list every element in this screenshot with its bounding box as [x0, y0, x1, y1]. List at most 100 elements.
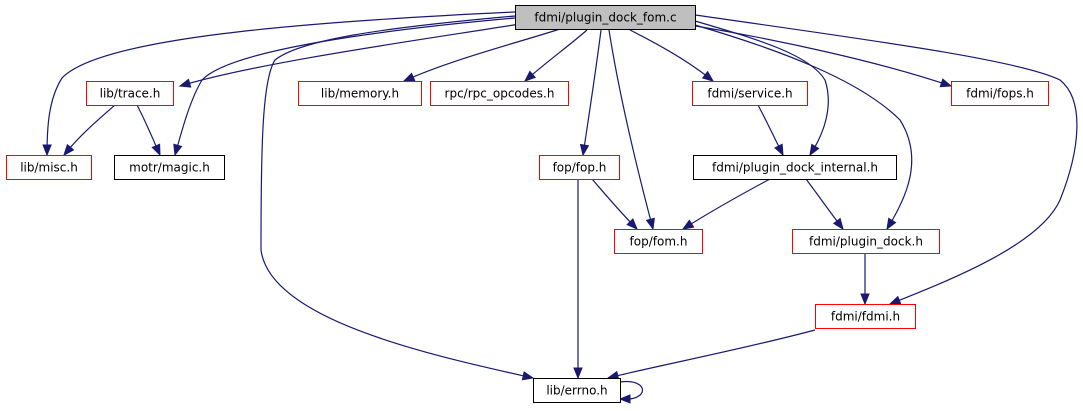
arrow-head-icon [63, 143, 75, 157]
edge-fop-errno [573, 179, 583, 380]
arrow-head-icon [523, 70, 537, 82]
edge-root-fom [608, 29, 655, 231]
node-box[interactable] [792, 229, 940, 254]
arrow-head-icon [774, 143, 784, 157]
edge-root-magic [173, 17, 516, 157]
node-box[interactable] [86, 81, 174, 106]
node-box[interactable] [515, 5, 696, 30]
node-label: fdmi/service.h [707, 87, 792, 101]
edges-layer [42, 11, 1078, 404]
edge-fop-fom [591, 178, 638, 230]
edge-root-service [629, 29, 715, 82]
edge-line [179, 23, 521, 87]
edge-fdmi-errno [606, 329, 816, 381]
node-label: fop/fom.h [630, 235, 688, 249]
node-fdmi[interactable]: fdmi/fdmi.h [815, 304, 916, 329]
node-pd[interactable]: fdmi/plugin_dock.h [792, 229, 940, 254]
edge-root-memory [402, 28, 561, 82]
edge-root-rpc_opcodes [523, 29, 588, 82]
edge-line [608, 29, 654, 230]
node-label: motr/magic.h [129, 161, 210, 175]
node-rpc_opcodes[interactable]: rpc/rpc_opcodes.h [430, 81, 569, 106]
edge-errno-errno [618, 380, 644, 404]
node-box[interactable] [114, 155, 225, 180]
edge-root-misc [42, 11, 516, 157]
edge-line [582, 29, 602, 156]
node-box[interactable] [298, 81, 422, 106]
arrow-head-icon [939, 78, 953, 88]
arrow-head-icon [888, 295, 902, 305]
arrow-head-icon [681, 219, 695, 230]
edge-line [619, 380, 644, 400]
arrow-head-icon [618, 394, 631, 404]
edge-line [682, 178, 771, 230]
edge-root-pdi [694, 20, 829, 157]
arrow-head-icon [645, 217, 655, 231]
edge-trace-misc [63, 104, 116, 157]
node-trace[interactable]: lib/trace.h [86, 81, 174, 106]
node-label: fdmi/plugin_dock_fom.c [534, 11, 676, 25]
node-box[interactable] [693, 155, 897, 180]
node-box[interactable] [533, 378, 621, 403]
edge-pdi-fom [681, 178, 771, 230]
edge-line [694, 14, 1078, 305]
edge-line [629, 29, 714, 82]
arrow-head-icon [151, 143, 161, 157]
arrow-head-icon [521, 371, 535, 381]
edge-line [607, 329, 816, 379]
arrow-head-icon [626, 218, 638, 230]
node-box[interactable] [6, 155, 92, 180]
edge-root-trace [178, 23, 521, 88]
node-fop[interactable]: fop/fop.h [539, 155, 620, 180]
node-box[interactable] [539, 155, 620, 180]
node-label: fdmi/plugin_dock.h [809, 235, 923, 249]
arrow-head-icon [832, 217, 844, 231]
edge-line [524, 29, 588, 82]
edge-line [403, 28, 561, 82]
node-errno[interactable]: lib/errno.h [533, 378, 621, 403]
node-label: lib/misc.h [20, 161, 78, 175]
node-label: rpc/rpc_opcodes.h [445, 87, 555, 101]
node-box[interactable] [692, 81, 808, 106]
edge-line [63, 104, 116, 156]
edge-line [694, 20, 829, 156]
node-box[interactable] [951, 81, 1049, 106]
node-memory[interactable]: lib/memory.h [298, 81, 422, 106]
edge-service-pdi [757, 104, 784, 157]
node-label: lib/trace.h [100, 87, 161, 101]
edge-root-fop [579, 29, 602, 157]
node-label: fdmi/fdmi.h [831, 310, 900, 324]
node-box[interactable] [430, 81, 569, 106]
arrow-head-icon [573, 367, 583, 380]
edge-trace-magic [136, 104, 161, 157]
arrow-head-icon [886, 217, 897, 231]
node-magic[interactable]: motr/magic.h [114, 155, 225, 180]
edge-pd-fdmi [860, 253, 870, 306]
node-fom[interactable]: fop/fom.h [614, 229, 703, 254]
node-box[interactable] [815, 304, 916, 329]
arrow-head-icon [178, 78, 192, 88]
node-label: lib/errno.h [546, 384, 607, 398]
node-box[interactable] [614, 229, 703, 254]
edge-line [46, 11, 516, 156]
node-label: fop/fop.h [553, 161, 607, 175]
edge-line [689, 24, 952, 87]
arrow-head-icon [402, 72, 416, 82]
edge-line [260, 15, 534, 379]
node-label: fdmi/plugin_dock_internal.h [712, 161, 878, 175]
edge-root-pd [694, 24, 913, 231]
edge-root-errno [260, 15, 535, 381]
node-pdi[interactable]: fdmi/plugin_dock_internal.h [693, 155, 897, 180]
nodes-layer: fdmi/plugin_dock_fom.c lib/trace.h lib/mem… [6, 5, 1049, 403]
arrow-head-icon [579, 143, 590, 157]
node-misc[interactable]: lib/misc.h [6, 155, 92, 180]
edge-line [174, 17, 516, 156]
node-service[interactable]: fdmi/service.h [692, 81, 808, 106]
edge-line [694, 24, 913, 230]
arrow-head-icon [173, 143, 183, 157]
node-root[interactable]: fdmi/plugin_dock_fom.c [515, 5, 696, 30]
node-fops[interactable]: fdmi/fops.h [951, 81, 1049, 106]
arrow-head-icon [860, 293, 870, 306]
arrow-head-icon [809, 143, 820, 157]
